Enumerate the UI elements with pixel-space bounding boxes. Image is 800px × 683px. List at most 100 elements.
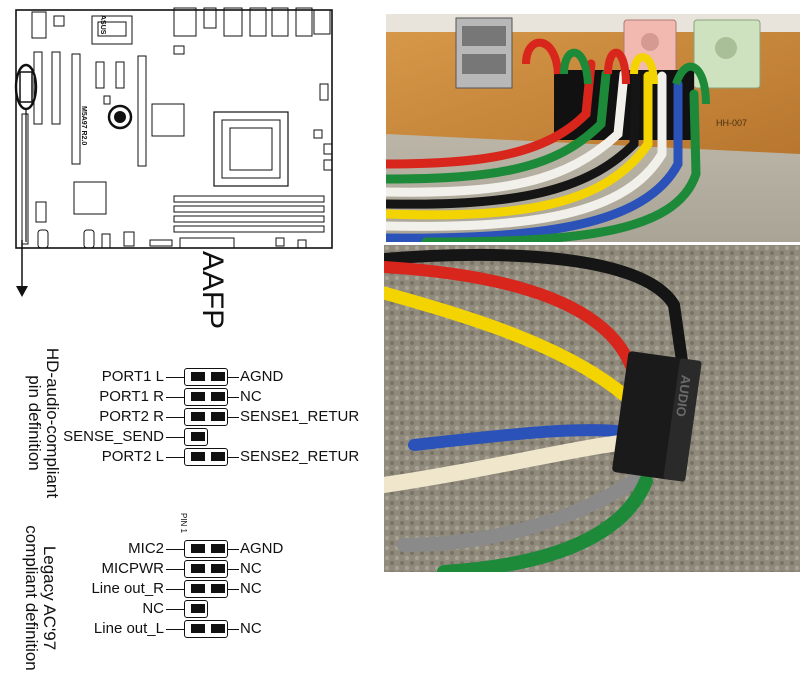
ac97-pin-right-label: NC — [240, 620, 262, 637]
leader-line — [166, 609, 184, 610]
hd_audio-pin-right-label: SENSE1_RETUR — [240, 408, 360, 425]
hd_audio-pin-right-label: NC — [240, 388, 262, 405]
leader-line — [227, 589, 239, 590]
hd_audio-pin-left-label: PORT1 R — [99, 388, 164, 405]
pin-icon — [191, 412, 198, 421]
pin-header-cell — [184, 408, 228, 426]
hd_audio-pin-left-label: PORT2 L — [101, 448, 164, 465]
pointer-arrow — [16, 240, 28, 297]
leader-line — [227, 417, 239, 418]
leader-line — [166, 589, 184, 590]
pin-icon — [198, 412, 205, 421]
leader-line — [227, 549, 239, 550]
ac97-pin-right-label: NC — [240, 580, 262, 597]
pin-icon — [198, 452, 205, 461]
pin-icon — [198, 604, 205, 613]
hd_audio-pin-left-label: PORT2 R — [99, 408, 164, 425]
pin-icon — [191, 584, 198, 593]
pin1-label: PIN 1 — [179, 512, 188, 533]
pin-icon — [198, 564, 205, 573]
aafp-title: AAFP — [196, 250, 229, 330]
hd_audio-pin-row: PORT1 R NC — [0, 388, 380, 406]
pin-icon — [198, 624, 205, 633]
leader-line — [227, 397, 239, 398]
leader-line — [166, 437, 184, 438]
hd_audio-pin-left-label: PORT1 L — [101, 368, 164, 385]
pin-icon — [198, 392, 205, 401]
ac97-pin-row: NC — [0, 600, 380, 618]
leader-line — [166, 417, 184, 418]
pin-header-cell — [184, 600, 208, 618]
pin-header-cell — [184, 620, 228, 638]
pin-icon — [211, 584, 218, 593]
ac97-pin-left-label: Line out_L — [93, 620, 164, 637]
pcb-label: HH-007 — [716, 118, 747, 128]
pin-header-cell — [184, 540, 228, 558]
pin-icon — [191, 372, 198, 381]
hd_audio-pin-right-label: SENSE2_RETUR — [240, 448, 360, 465]
ac97-pin-right-label: AGND — [240, 540, 284, 557]
hd_audio-pin-right-label: AGND — [240, 368, 284, 385]
pin-icon — [198, 584, 205, 593]
pin-icon — [191, 564, 198, 573]
pin-header-cell — [184, 428, 208, 446]
hd_audio-pin-row: PORT2 R SENSE1_RETUR — [0, 408, 380, 426]
pin-icon — [211, 452, 218, 461]
pin-icon — [198, 372, 205, 381]
pin-icon — [211, 544, 218, 553]
ac97-pin-left-label: Line out_R — [91, 580, 164, 597]
pin-icon — [191, 624, 198, 633]
leader-line — [227, 377, 239, 378]
leader-line — [227, 569, 239, 570]
ac97-pin-row: MIC2 AGND — [0, 540, 380, 558]
leader-line — [166, 397, 184, 398]
leader-line — [227, 457, 239, 458]
leader-line — [166, 629, 184, 630]
asus-logo: ASUS — [99, 15, 106, 35]
hd_audio-pin-row: PORT1 L AGND — [0, 368, 380, 386]
hd_audio-pin-row: SENSE_SEND — [0, 428, 380, 446]
pin-icon — [191, 452, 198, 461]
pin-icon — [218, 544, 225, 553]
ac97-pin-row: Line out_R NC — [0, 580, 380, 598]
pin-icon — [198, 432, 205, 441]
pin-icon — [191, 432, 198, 441]
motherboard-layout-diagram: M5A97 R2.0 — [14, 7, 333, 249]
pin-header-cell — [184, 448, 228, 466]
ac97-pin-left-label: MIC2 — [128, 540, 164, 557]
pin-icon — [211, 564, 218, 573]
pin-icon — [218, 372, 225, 381]
pin-icon — [211, 624, 218, 633]
pin-icon — [191, 604, 198, 613]
photo-pcb-audio-header: HH-007 — [386, 14, 800, 242]
svg-text:ASUS: ASUS — [99, 15, 106, 35]
pin-icon — [218, 412, 225, 421]
pin-header-cell — [184, 368, 228, 386]
pin-icon — [218, 452, 225, 461]
pin-icon — [218, 624, 225, 633]
pin-header-cell — [184, 560, 228, 578]
pin-icon — [198, 544, 205, 553]
ac97-section-title: Legacy AC'97 compliant definition — [22, 525, 59, 671]
pin-icon — [218, 564, 225, 573]
pin-icon — [218, 584, 225, 593]
photo-audio-plug-wires: AUDIO — [384, 245, 800, 572]
pin-icon — [191, 392, 198, 401]
pin-header-cell — [184, 580, 228, 598]
pin-icon — [211, 392, 218, 401]
pin-icon — [218, 392, 225, 401]
leader-line — [227, 629, 239, 630]
ac97-pin-left-label: MICPWR — [101, 560, 165, 577]
board-model-label: M5A97 R2.0 — [80, 106, 87, 145]
plug-label: AUDIO — [673, 374, 694, 418]
hd_audio-pin-left-label: SENSE_SEND — [63, 428, 164, 445]
pin-icon — [211, 412, 218, 421]
pin-header-cell — [184, 388, 228, 406]
ac97-pin-left-label: NC — [142, 600, 164, 617]
hd_audio-pin-row: PORT2 L SENSE2_RETUR — [0, 448, 380, 466]
leader-line — [166, 569, 184, 570]
leader-line — [166, 457, 184, 458]
leader-line — [166, 377, 184, 378]
pin-icon — [191, 544, 198, 553]
